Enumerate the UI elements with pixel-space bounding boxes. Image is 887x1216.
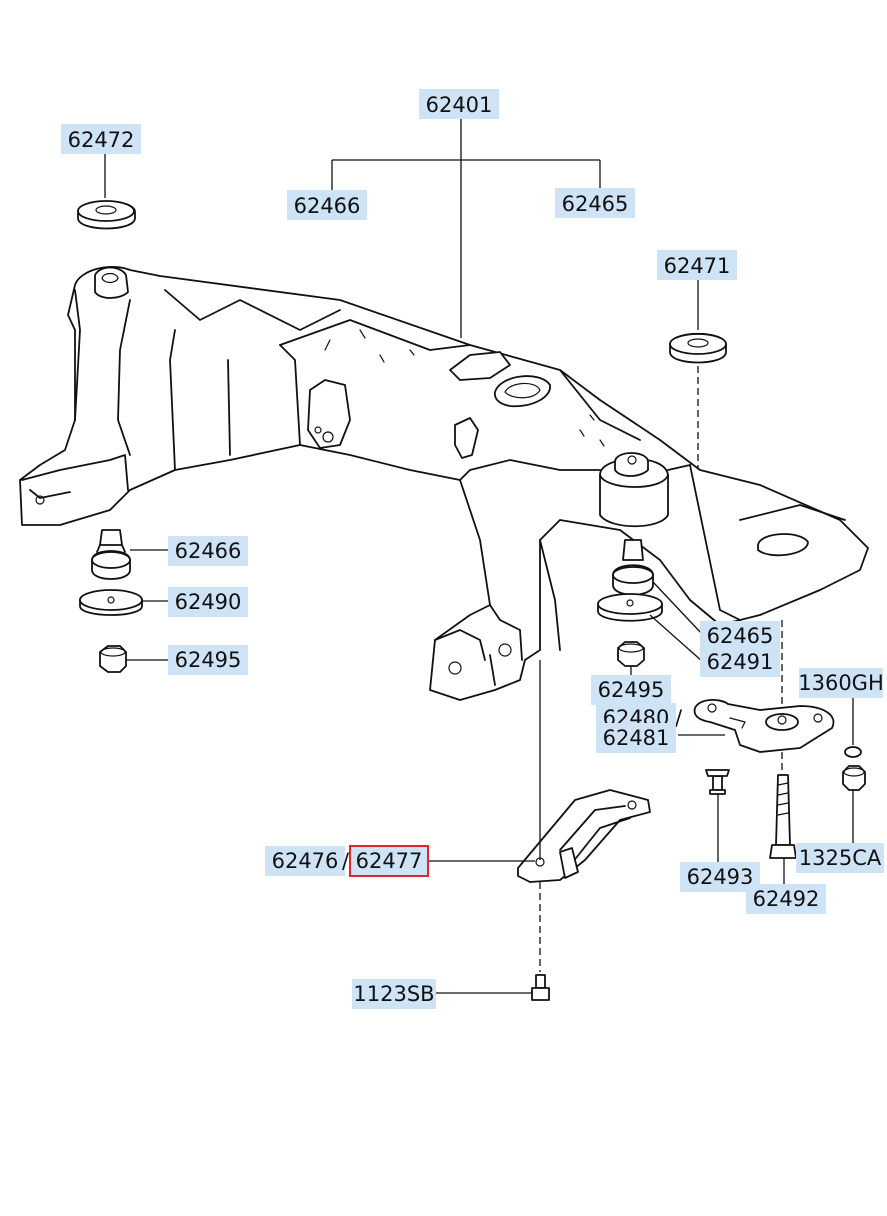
svg-text:62476: 62476 [272, 849, 339, 873]
svg-text:62465: 62465 [562, 192, 629, 216]
separator-62480-62481: / [675, 706, 683, 730]
nut-62495-left-drawing [99, 645, 127, 673]
washer-1360GH-drawing [844, 746, 862, 758]
label-62472[interactable]: 62472 [61, 124, 141, 154]
svg-text:62472: 62472 [68, 128, 135, 152]
svg-text:62495: 62495 [598, 678, 665, 702]
svg-text:62481: 62481 [603, 726, 670, 750]
nut-62495-mid-drawing [617, 641, 645, 667]
label-62495-left[interactable]: 62495 [168, 645, 248, 675]
svg-text:62465: 62465 [707, 624, 774, 648]
label-62466-top[interactable]: 62466 [287, 190, 367, 220]
highlight-frame [349, 845, 429, 877]
bolt-62493-drawing [705, 769, 730, 795]
svg-text:1123SB: 1123SB [353, 982, 434, 1006]
label-62401[interactable]: 62401 [419, 89, 499, 119]
svg-text:62493: 62493 [687, 865, 754, 889]
label-62491[interactable]: 62491 [700, 647, 780, 677]
washer-62472-drawing [77, 200, 136, 230]
svg-text:62401: 62401 [426, 93, 493, 117]
label-1360GH[interactable]: 1360GH [798, 668, 884, 698]
label-62492[interactable]: 62492 [746, 884, 826, 914]
svg-text:1325CA: 1325CA [799, 846, 882, 870]
label-62465-right[interactable]: 62465 [700, 621, 780, 651]
label-1123SB[interactable]: 1123SB [352, 979, 436, 1009]
insulator-62465-right-drawing [612, 539, 654, 596]
svg-text:62477: 62477 [356, 849, 423, 873]
svg-text:62466: 62466 [294, 194, 361, 218]
part-labels: 62401 62472 62466 62465 62471 62466 6249… [61, 89, 884, 1009]
svg-text:62490: 62490 [175, 590, 242, 614]
nut-1325CA-drawing [842, 765, 866, 791]
svg-text:62471: 62471 [664, 254, 731, 278]
svg-text:1360GH: 1360GH [798, 671, 884, 695]
leader-lines [104, 118, 854, 994]
svg-text:62495: 62495 [175, 648, 242, 672]
label-62493[interactable]: 62493 [680, 862, 760, 892]
label-62477-highlighted[interactable]: 62477 [349, 845, 429, 877]
plate-62490-drawing [79, 589, 143, 616]
insulator-62466-drawing [91, 529, 131, 580]
bolt-62492-drawing [769, 774, 797, 859]
bracket-62476-62477-drawing [517, 789, 651, 883]
label-62481[interactable]: 62481 [596, 723, 676, 753]
crossmember-62401-drawing [19, 266, 869, 701]
label-1325CA[interactable]: 1325CA [796, 843, 884, 873]
svg-text:62491: 62491 [707, 650, 774, 674]
label-62465-top[interactable]: 62465 [555, 188, 635, 218]
svg-text:62466: 62466 [175, 539, 242, 563]
plate-62491-drawing [597, 593, 663, 622]
label-62476[interactable]: 62476 [265, 846, 345, 876]
washer-62471-drawing [669, 332, 727, 364]
label-62471[interactable]: 62471 [657, 250, 737, 280]
label-62490[interactable]: 62490 [168, 587, 248, 617]
svg-text:62492: 62492 [753, 887, 820, 911]
separator-62476-62477: / [342, 849, 350, 873]
bolt-1123SB-drawing [531, 974, 550, 1001]
label-62495-mid[interactable]: 62495 [591, 675, 671, 705]
label-62466-left[interactable]: 62466 [168, 536, 248, 566]
bracket-62480-62481-drawing [693, 699, 835, 753]
